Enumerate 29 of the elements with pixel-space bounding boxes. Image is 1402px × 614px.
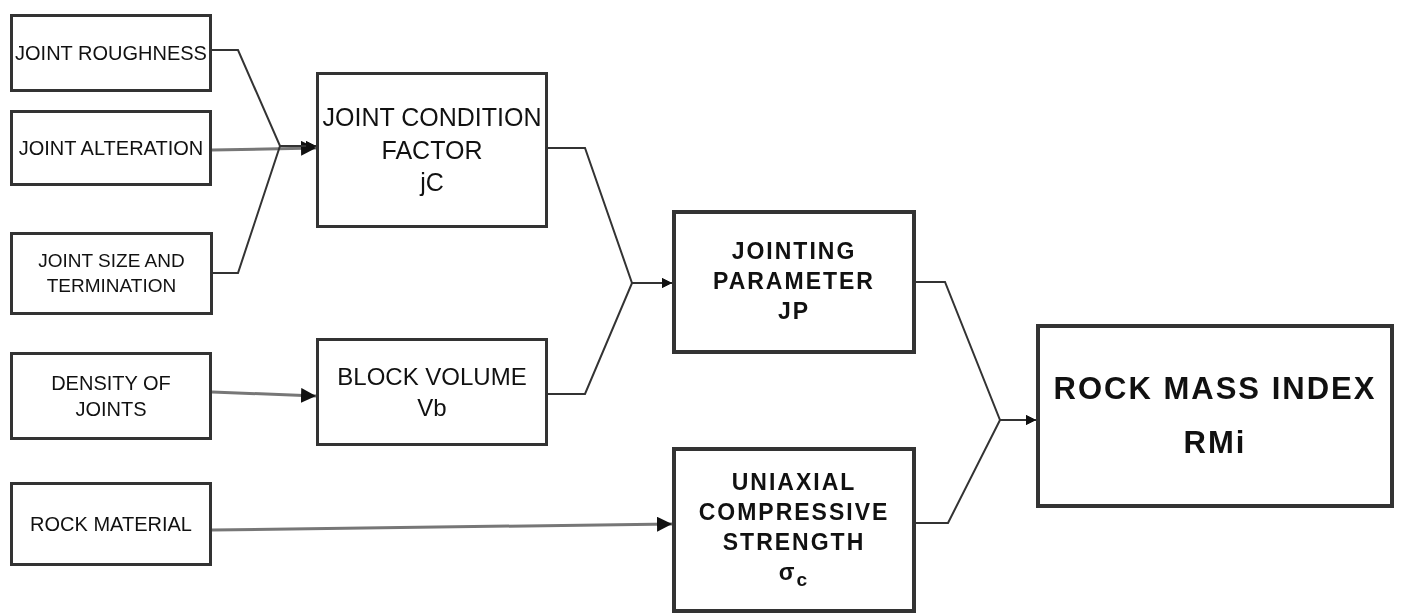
- arrow: [212, 141, 317, 274]
- box-title: ROCK MASS INDEX: [1053, 369, 1377, 408]
- box-title: ROCK MATERIAL: [30, 512, 192, 537]
- factor-box: [10, 232, 213, 315]
- factor-box: [10, 110, 212, 186]
- box-title: JOINTING PARAMETER: [712, 237, 876, 297]
- symbol-text: RMi: [1183, 424, 1247, 462]
- process-box: [316, 338, 548, 446]
- box-title: JOINT SIZE AND TERMINATION: [37, 248, 186, 298]
- box-title: DENSITY OF JOINTS: [50, 371, 172, 422]
- symbol-text: σ$_{c}$: [778, 557, 810, 592]
- result-box: [1036, 324, 1394, 508]
- box-title: BLOCK VOLUME: [337, 361, 527, 392]
- parameter-box: [672, 447, 916, 613]
- box-title: JOINT ALTERATION: [18, 136, 204, 161]
- arrow: [212, 516, 672, 532]
- arrow: [211, 140, 317, 156]
- arrow: [211, 387, 317, 403]
- symbol-text: Vb: [417, 393, 447, 423]
- factor-box: [10, 482, 212, 566]
- factor-box: [10, 14, 212, 92]
- factor-box: [10, 352, 212, 440]
- symbol-text: jC: [420, 167, 444, 199]
- arrow: [915, 415, 1037, 524]
- arrow: [547, 278, 673, 395]
- process-box: [316, 72, 548, 228]
- box-title: JOINT ROUGHNESS: [15, 41, 207, 66]
- parameter-box: [672, 210, 916, 354]
- symbol-text: JP: [777, 296, 811, 326]
